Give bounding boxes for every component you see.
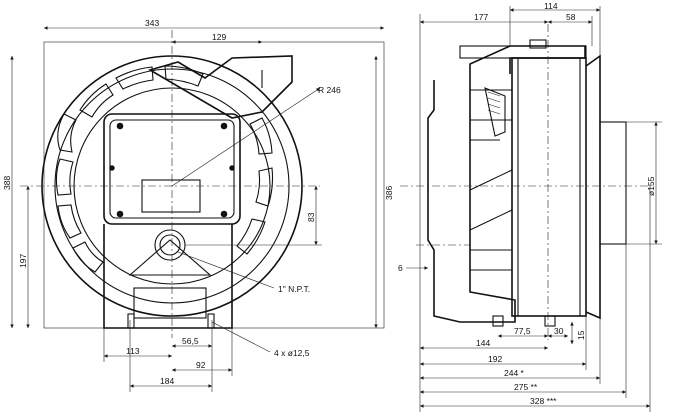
dim-244-label: 244 * <box>504 368 525 378</box>
dim-184-label: 184 <box>160 376 174 386</box>
inlet-circle-inner <box>159 234 181 256</box>
box-screws <box>109 122 235 218</box>
base-triangle <box>128 239 212 276</box>
mount-hole-left <box>127 313 135 329</box>
dim-328-label: 328 *** <box>530 396 557 406</box>
side-foot-fitting-2 <box>544 315 556 327</box>
base-window <box>133 287 207 319</box>
hose-guide-arm <box>147 55 293 119</box>
dim-6-label: 6 <box>398 263 403 273</box>
mount-hole-right <box>207 313 215 329</box>
dim-144-label: 144 <box>476 338 490 348</box>
radius-leader <box>171 87 321 187</box>
side-hub <box>599 121 627 245</box>
npt-label: 1" N.P.T. <box>278 284 310 294</box>
dim-197-label: 197 <box>18 254 28 268</box>
side-body <box>427 45 586 323</box>
side-diagonal-lines <box>469 169 513 231</box>
side-outer-flange <box>585 54 601 320</box>
control-window <box>141 179 201 213</box>
drum-slots <box>55 65 274 273</box>
side-drum <box>511 57 587 317</box>
dim-15-label: 15 <box>576 330 586 340</box>
side-spring-housing <box>484 87 506 137</box>
dim-83-label: 83 <box>306 212 316 222</box>
radius-label: R 246 <box>318 85 341 95</box>
side-view: 177 114 58 ø155 6 77,5 30 15 144 192 244… <box>398 1 662 412</box>
front-view: R 246 343 129 388 <box>2 18 394 392</box>
dim-177-label: 177 <box>474 12 488 22</box>
side-foot-fitting <box>492 315 504 327</box>
dim-155-label: ø155 <box>646 176 656 196</box>
dim-388-label: 388 <box>2 176 12 190</box>
dim-92-label: 92 <box>196 360 206 370</box>
dim-30-label: 30 <box>554 326 564 336</box>
dim-77-5-label: 77,5 <box>514 326 531 336</box>
side-top-bar <box>459 45 587 59</box>
holes-label: 4 x ø12,5 <box>274 348 310 358</box>
npt-leader <box>177 251 275 289</box>
dim-275-label: 275 ** <box>514 382 538 392</box>
holes-leader <box>211 321 271 353</box>
dim-113-label: 113 <box>126 346 140 356</box>
dim-192-label: 192 <box>488 354 502 364</box>
base-stand <box>103 224 233 329</box>
side-spring-coils <box>487 91 501 115</box>
dim-129-label: 129 <box>212 32 226 42</box>
side-top-fitting <box>529 39 547 49</box>
dim-56-5-label: 56,5 <box>182 336 199 346</box>
dim-114-label: 114 <box>544 1 558 11</box>
dim-58-label: 58 <box>566 12 576 22</box>
dim-386-label: 386 <box>384 186 394 200</box>
dim-343-label: 343 <box>145 18 159 28</box>
